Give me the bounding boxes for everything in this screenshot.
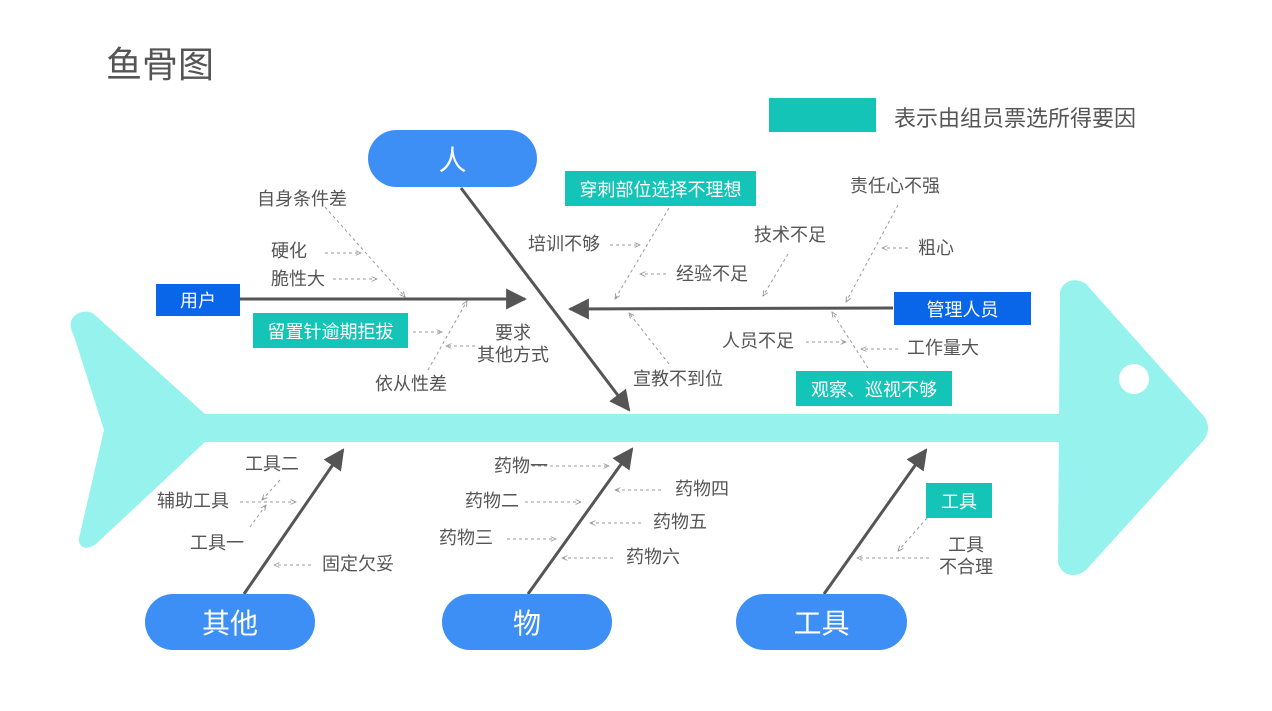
cause-yaoqiu: 要求 其他方式 xyxy=(475,323,551,367)
category-ren[interactable]: 人 xyxy=(368,130,537,187)
wu-bone xyxy=(526,447,634,595)
cause-buheli-line2: 不合理 xyxy=(939,557,993,578)
cause-xuanjiao: 宣教不到位 xyxy=(633,369,723,390)
cause-cuixing: 脆性大 xyxy=(271,269,325,290)
fish-spine xyxy=(188,414,1068,442)
cause-yaowu6: 药物六 xyxy=(626,547,680,568)
cause-peixun: 培训不够 xyxy=(528,234,600,255)
cause-yaowu3: 药物三 xyxy=(439,528,493,549)
category-gongju[interactable]: 工具 xyxy=(736,594,907,650)
qita-bone xyxy=(242,448,345,595)
cause-yaoqiu-line1: 要求 xyxy=(495,323,531,344)
fish-tail xyxy=(70,311,205,548)
ren-bone xyxy=(459,187,631,412)
cause-yaoqiu-line2: 其他方式 xyxy=(477,345,549,366)
tag-guancha[interactable]: 观察、巡视不够 xyxy=(796,371,952,406)
cause-buheli: 工具 不合理 xyxy=(934,535,998,579)
tag-yonghu[interactable]: 用户 xyxy=(156,284,240,316)
cause-jishu: 技术不足 xyxy=(754,225,826,246)
cause-gongju1: 工具一 xyxy=(190,533,244,554)
cause-zishen: 自身条件差 xyxy=(257,189,347,210)
cause-gongju2: 工具二 xyxy=(245,454,299,475)
legend-swatch xyxy=(769,98,876,132)
category-wu[interactable]: 物 xyxy=(442,594,612,650)
cause-cuxin: 粗心 xyxy=(918,238,954,259)
fish-shape xyxy=(70,280,1208,576)
guanli-arrow xyxy=(567,298,894,320)
cause-arrows xyxy=(240,204,929,565)
cause-yaowu5: 药物五 xyxy=(653,512,707,533)
category-qita[interactable]: 其他 xyxy=(145,594,315,650)
cause-fuzhu: 辅助工具 xyxy=(157,491,229,512)
legend-text: 表示由组员票选所得要因 xyxy=(894,107,1137,132)
tag-guanli[interactable]: 管理人员 xyxy=(894,292,1031,325)
cause-yaowu1: 药物一 xyxy=(494,456,548,477)
cause-yaowu2: 药物二 xyxy=(465,491,519,512)
main-arrows xyxy=(240,187,928,595)
page-title: 鱼骨图 xyxy=(106,45,215,86)
fish-head xyxy=(1058,280,1208,576)
cause-yicong: 依从性差 xyxy=(375,374,447,395)
cause-yaowu4: 药物四 xyxy=(675,479,729,500)
gongju-bone xyxy=(822,448,928,595)
tag-gongju[interactable]: 工具 xyxy=(926,483,992,518)
cause-zeren: 责任心不强 xyxy=(850,176,940,197)
cause-buheli-line1: 工具 xyxy=(948,535,984,556)
cause-renyuan: 人员不足 xyxy=(722,331,794,352)
cause-yinghua: 硬化 xyxy=(271,241,307,262)
fish-eye xyxy=(1119,364,1149,394)
cause-jingyan: 经验不足 xyxy=(676,264,748,285)
cause-guding: 固定欠妥 xyxy=(322,554,394,575)
tag-liuzhi[interactable]: 留置针逾期拒拔 xyxy=(253,313,408,348)
cause-gongzuo: 工作量大 xyxy=(907,338,979,359)
tag-chuanci[interactable]: 穿刺部位选择不理想 xyxy=(565,171,756,206)
